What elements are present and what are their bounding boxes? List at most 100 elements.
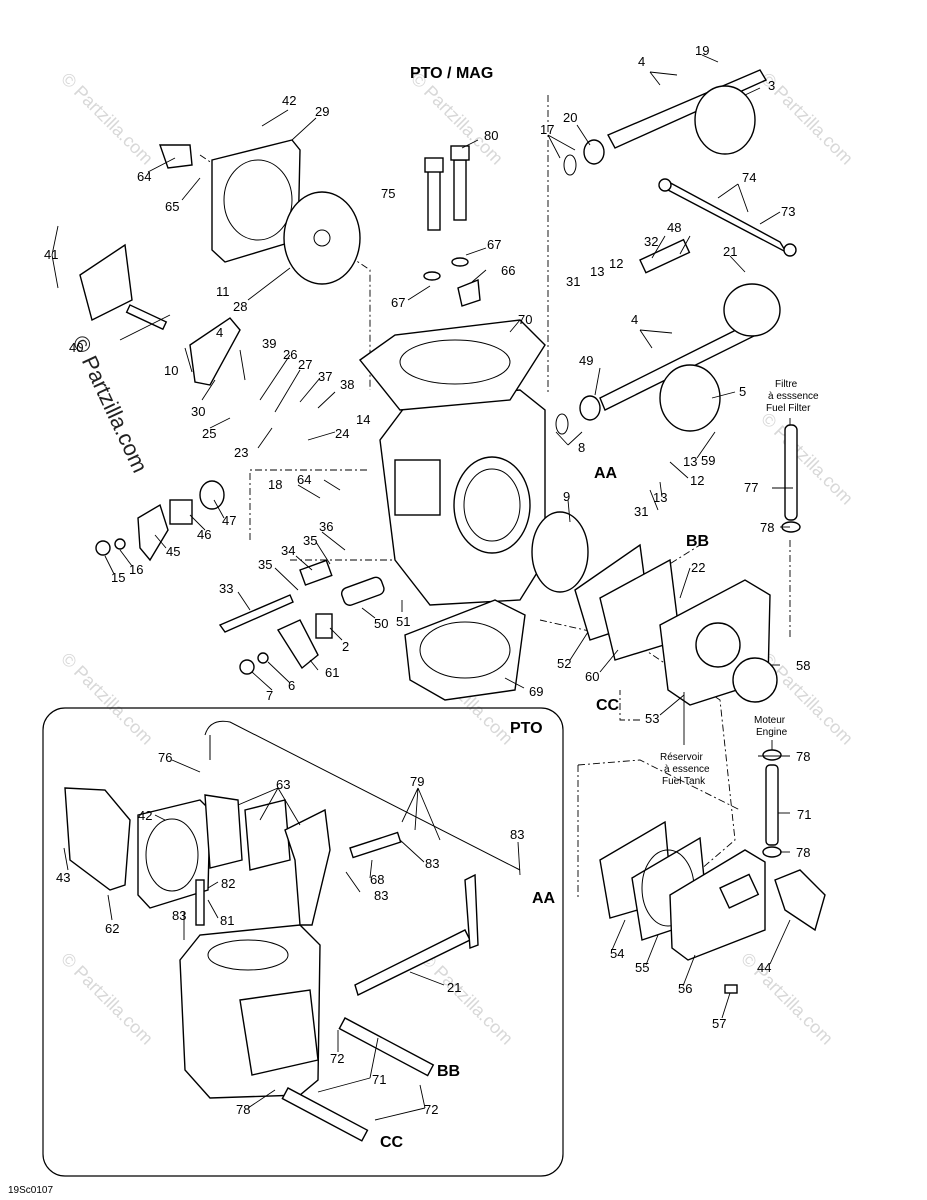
bracket-62: [64, 787, 131, 891]
pto-inset-parts: [64, 720, 521, 1142]
pump-cover-40: [79, 243, 133, 322]
callout: 33: [219, 581, 233, 596]
carb-throat: [453, 456, 531, 554]
diagram-code: 19Sc0107: [8, 1185, 53, 1196]
callout: 52: [557, 656, 571, 671]
callout: 41: [44, 247, 58, 262]
engine-note-fr: Moteur: [754, 715, 786, 726]
o-ring-58: [732, 657, 778, 703]
callout: 42: [138, 808, 152, 823]
callout: 3: [768, 78, 775, 93]
connector-bb-upper: BB: [686, 533, 709, 550]
callout: 68: [370, 872, 384, 887]
pin-part: [125, 304, 168, 331]
ring-17: [563, 154, 577, 176]
callout: 7: [266, 688, 273, 703]
carb-side-boss: [394, 459, 441, 516]
callout: 71: [797, 807, 811, 822]
screw-80-head: [450, 145, 470, 161]
diaphragm-63: [244, 799, 291, 871]
callout: 40: [69, 340, 83, 355]
callout: 73: [781, 204, 795, 219]
throttle-plate-3: [694, 85, 756, 155]
nut-15: [95, 540, 111, 556]
callout: 67: [487, 237, 501, 252]
connector-bb-lower: BB: [437, 1063, 460, 1080]
callout: 55: [635, 960, 649, 975]
spring-46: [169, 499, 193, 525]
callout: 42: [282, 93, 296, 108]
callout: 54: [610, 946, 624, 961]
callout: 64: [297, 472, 311, 487]
callout: 67: [391, 295, 405, 310]
screw-75-head: [424, 157, 444, 173]
lever-61: [276, 619, 319, 670]
callout: 83: [374, 888, 388, 903]
pump-cover-opening: [223, 159, 293, 241]
tank-note-en: Fuel Tank: [662, 776, 706, 787]
lower-right-assembly: [599, 749, 826, 994]
callout: 83: [510, 827, 524, 842]
callout: 29: [315, 104, 329, 119]
callout: 70: [518, 312, 532, 327]
hose-71: [338, 1017, 435, 1077]
callout: 51: [396, 614, 410, 629]
callout: 58: [796, 658, 810, 673]
hose-68: [349, 831, 402, 859]
heading-pto-mag: PTO / MAG: [410, 65, 493, 82]
callout: 78: [760, 520, 774, 535]
callout: 56: [678, 981, 692, 996]
callout: 39: [262, 336, 276, 351]
callout: 4: [216, 325, 223, 340]
callout: 25: [202, 426, 216, 441]
idle-screw-33: [218, 594, 294, 633]
bracket-44: [774, 869, 826, 932]
watermark-tile: © Partzilla.com: [57, 69, 157, 169]
connector-cc-lower: CC: [380, 1134, 404, 1151]
pto-inset-frame: [42, 707, 564, 1177]
link-end: [658, 178, 672, 192]
callout: 74: [742, 170, 756, 185]
callout: 2: [342, 639, 349, 654]
callout: 83: [425, 856, 439, 871]
callout: 18: [268, 477, 282, 492]
hose-71c: [765, 764, 779, 846]
callout: 46: [197, 527, 211, 542]
hose-71b: [281, 1087, 369, 1142]
choke-lever-21: [723, 283, 781, 337]
ring-8: [555, 413, 569, 435]
callout: 63: [276, 777, 290, 792]
callout: 80: [484, 128, 498, 143]
callout: 45: [166, 544, 180, 559]
guide-line: [619, 690, 640, 721]
link-end: [783, 243, 797, 257]
callout: 13: [653, 490, 667, 505]
washer-67b: [451, 257, 469, 267]
callout-numbers: 19 4 3 42 29 20 17 80 64 65 75 74 73 41 …: [44, 43, 811, 1117]
callout: 35: [258, 557, 272, 572]
callout: 31: [566, 274, 580, 289]
watermark-tile: © Partzilla.com: [57, 949, 157, 1049]
clamp-66: [457, 279, 481, 307]
callout: 24: [335, 426, 349, 441]
fuel-filter-77: [784, 424, 798, 521]
screw-80: [453, 159, 467, 221]
fuel-filter-note-en: Fuel Filter: [766, 403, 811, 414]
bracket-64: [159, 144, 193, 169]
fuel-filter-note-fr2: à esssence: [768, 391, 819, 402]
callout: 49: [579, 353, 593, 368]
watermark-tile: © Partzilla.com: [417, 949, 517, 1049]
diaphragm-28: [283, 191, 361, 285]
callout: 38: [340, 377, 354, 392]
callout: 21: [447, 980, 461, 995]
callout: 36: [319, 519, 333, 534]
pump-port: [695, 622, 741, 668]
callout: 4: [631, 312, 638, 327]
connector-aa-upper: AA: [594, 465, 618, 482]
sleeve-50: [340, 576, 385, 606]
clamp-78-bottom: [762, 846, 782, 858]
callout: 9: [563, 489, 570, 504]
needle-valve-32: [639, 238, 691, 274]
callout: 61: [325, 665, 339, 680]
